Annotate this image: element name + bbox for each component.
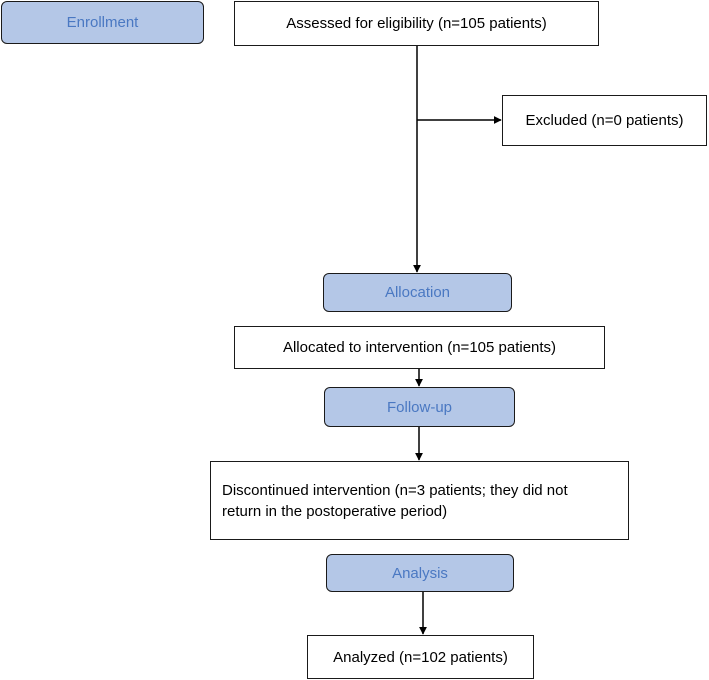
- allocated-label: Allocated to intervention (n=105 patient…: [282, 339, 557, 356]
- allocated-box: Allocated to intervention (n=105 patient…: [234, 326, 605, 369]
- stage-enrollment: Enrollment: [1, 1, 204, 44]
- discontinued-line-1: Discontinued intervention (n=3 patients;…: [222, 481, 568, 499]
- discontinued-line-2: return in the postoperative period): [222, 502, 448, 520]
- stage-allocation-label: Allocation: [384, 284, 451, 301]
- stage-enrollment-label: Enrollment: [66, 14, 139, 31]
- excluded-label: Excluded (n=0 patients): [525, 112, 684, 129]
- stage-allocation: Allocation: [323, 273, 512, 312]
- stage-follow-up-label: Follow-up: [386, 398, 453, 416]
- assessed-label: Assessed for eligibility (n=105 patients…: [286, 15, 547, 32]
- stage-analysis-label: Analysis: [392, 564, 448, 582]
- stage-analysis: Analysis: [326, 554, 514, 592]
- analyzed-box: Analyzed (n=102 patients): [307, 635, 534, 679]
- stage-follow-up: Follow-up: [324, 387, 515, 427]
- excluded-box: Excluded (n=0 patients): [502, 95, 707, 146]
- discontinued-text: Discontinued intervention (n=3 patients;…: [222, 480, 568, 522]
- discontinued-box: Discontinued intervention (n=3 patients;…: [210, 461, 629, 540]
- assessed-box: Assessed for eligibility (n=105 patients…: [234, 1, 599, 46]
- analyzed-label: Analyzed (n=102 patients): [333, 648, 508, 666]
